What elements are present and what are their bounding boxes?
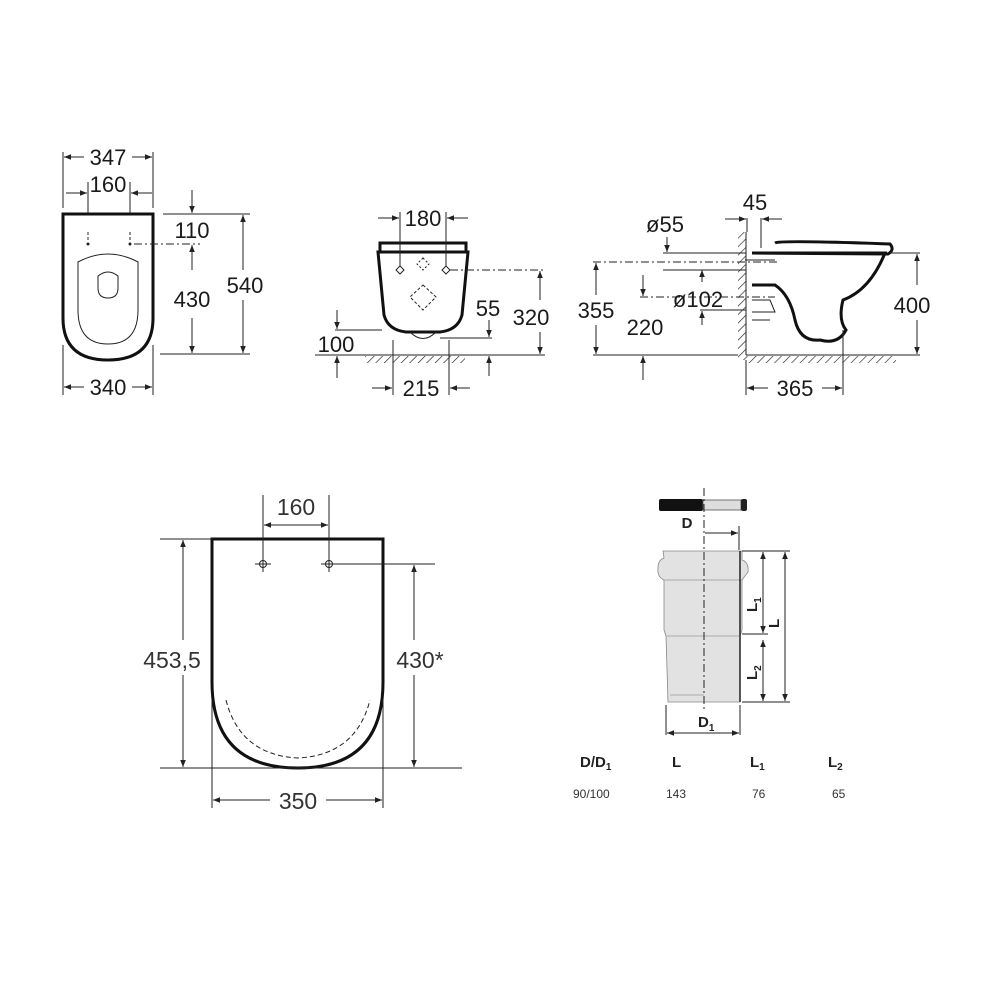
dim-220: 220: [627, 315, 664, 340]
dim-365: 365: [777, 376, 814, 401]
table-header: L1: [750, 754, 765, 773]
dim-215: 215: [403, 376, 440, 401]
seat-dim-453-5: 453,5: [143, 647, 201, 673]
outlet-mark: [409, 284, 437, 311]
pipe-label-d1: D1: [698, 714, 715, 734]
dim-45: 45: [743, 190, 767, 215]
dim-o55: ø55: [646, 212, 684, 237]
dim-320: 320: [513, 305, 550, 330]
seat-dim-160: 160: [277, 494, 315, 520]
bowl-outline: [61, 212, 155, 362]
dim-55: 55: [476, 296, 500, 321]
table-cell: 76: [752, 787, 766, 801]
table-cell: 65: [832, 787, 846, 801]
seat-opening: [77, 253, 139, 345]
seat-dim-350: 350: [279, 788, 317, 814]
table-header: L2: [828, 754, 843, 773]
table-header: L: [672, 754, 681, 771]
dim-100: 100: [318, 332, 355, 357]
bowl-back: [376, 250, 470, 334]
seat-dim-430: 430*: [396, 647, 443, 673]
side-view: ø55 45 355 220 ø102 400 365: [578, 190, 931, 401]
outlet: [97, 271, 119, 299]
pipe-connector: D D1 L1 L L2: [657, 488, 790, 736]
seat-view: 160 453,5 430* 350: [143, 494, 462, 814]
pipe-label-d: D: [682, 515, 693, 532]
dim-160: 160: [90, 172, 127, 197]
table-header: D/D1: [580, 754, 612, 773]
front-view: 347 160 110 430 540 340: [61, 145, 264, 400]
dim-540: 540: [227, 273, 264, 298]
seat-outline: [210, 537, 385, 770]
table-cell: 90/100: [573, 787, 610, 801]
pipe-label-l1: L1: [744, 597, 764, 612]
dim-400: 400: [894, 293, 931, 318]
table-cell: 143: [666, 787, 686, 801]
pipe-dimension-table: D/D1 L L1 L2 90/100 143 76 65: [573, 754, 846, 801]
dim-180: 180: [405, 206, 442, 231]
pipe-label-l: L: [766, 619, 783, 628]
seat-side: [751, 240, 894, 256]
dim-355: 355: [578, 298, 615, 323]
bowl-profile: [752, 251, 888, 343]
dim-347: 347: [90, 145, 127, 170]
dim-110: 110: [174, 218, 209, 243]
dim-o102: ø102: [673, 287, 723, 312]
pipe-label-l2: L2: [744, 665, 764, 680]
dim-340: 340: [90, 375, 127, 400]
dim-430: 430: [174, 287, 211, 312]
rear-view: 180 100 55 320 215: [315, 206, 549, 401]
